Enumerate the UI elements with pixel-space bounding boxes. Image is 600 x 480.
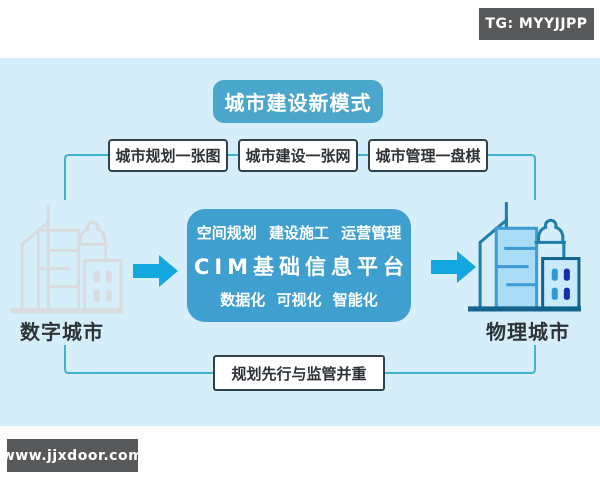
cim-platform-box: 空间规划 建设施工 运营管理 CIM基础信息平台 数据化 可视化 智能化 [187,209,411,322]
website-watermark-badge: www.jjxdoor.com [2,439,143,472]
diagram-panel: 城市建设新模式 城市规划一张图 城市建设一张网 城市管理一盘棋 [0,58,600,426]
arrow-right-icon [431,251,476,283]
digital-city-icon [10,204,123,314]
platform-line-1: 空间规划 建设施工 运营管理 [196,223,402,242]
top-box-management: 城市管理一盘棋 [368,139,488,172]
diagram-title: 城市建设新模式 [213,80,383,123]
top-box-construction: 城市建设一张网 [238,139,358,172]
top-box-planning: 城市规划一张图 [108,139,228,172]
platform-line-3: 数据化 可视化 智能化 [220,290,378,309]
bottom-principle-box: 规划先行与监管并重 [213,355,385,391]
physical-city-icon [468,202,581,312]
telegram-watermark-badge: TG: MYYJJPP [479,8,594,40]
arrow-right-icon [133,255,178,287]
digital-city-label: 数字城市 [20,320,104,344]
physical-city-label: 物理城市 [486,320,570,344]
platform-title: CIM基础信息平台 [193,254,410,279]
